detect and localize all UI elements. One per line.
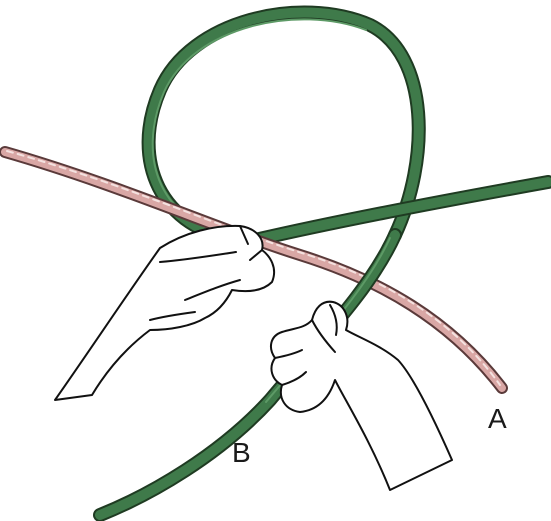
end-a-label: A	[488, 403, 507, 434]
end-b-label: B	[232, 437, 251, 468]
right-hand	[271, 302, 452, 490]
green-rope-loop-back	[149, 13, 419, 240]
left-hand	[55, 226, 274, 400]
